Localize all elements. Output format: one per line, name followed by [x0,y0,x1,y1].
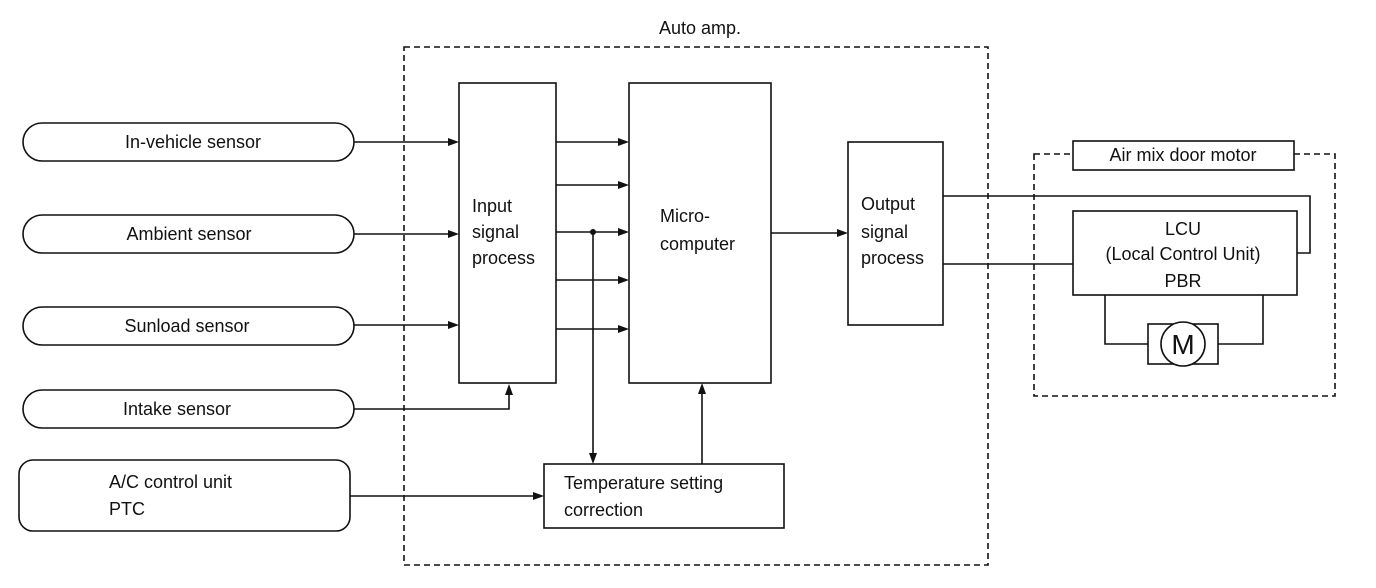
input-signal-process-box [458,82,557,384]
air-mix-door-motor-label: Air mix door motor [1109,145,1256,165]
micro-block-line1: Micro- [660,206,710,226]
output-block-line3: process [861,248,924,268]
input-block-line2: signal [472,222,519,242]
input-to-micro-arrow-5 [618,325,629,333]
sunload-arrow [448,321,459,329]
input-block-line1: Input [472,196,512,216]
ac-to-temp-arrow [533,492,544,500]
lcu-box [1072,210,1298,296]
microcomputer-box [628,82,772,384]
sunload-sensor-box [22,306,355,346]
output-signal-process-box [847,141,944,326]
intake-to-input-line [354,395,510,410]
temp-block-line1: Temperature setting [564,473,723,493]
motor-wire-left [1104,295,1148,345]
air-mix-door-motor-label-box [1072,140,1295,171]
input-block-line3: process [472,248,535,268]
motor-symbol: M [1171,329,1194,360]
output-to-lcu-feedback-line [943,195,1311,254]
intake-sensor-label: Intake sensor [123,399,231,419]
lcu-line3: PBR [1164,271,1201,291]
output-block-line1: Output [861,194,915,214]
micro-to-output-arrow [837,229,848,237]
intake-arrow [505,384,513,395]
ac-control-unit-line1: A/C control unit [109,472,232,492]
temperature-setting-correction-box [543,463,785,529]
ambient-sensor-label: Ambient sensor [126,224,251,244]
in-vehicle-sensor-label: In-vehicle sensor [125,132,261,152]
in-vehicle-arrow [448,138,459,146]
motor-icon [1160,321,1206,367]
input-to-micro-arrow-1 [618,138,629,146]
ambient-arrow [448,230,459,238]
auto-amp-region [403,46,989,566]
temp-block-line2: correction [564,500,643,520]
input-to-micro-arrow-3 [618,228,629,236]
ac-control-unit-line2: PTC [109,499,145,519]
temp-to-micro-arrow [698,383,706,394]
micro-block-line2: computer [660,234,735,254]
output-block-line2: signal [861,222,908,242]
motor-wire-right [1218,295,1264,345]
lcu-line1: LCU [1165,219,1201,239]
branch-to-temp-arrow [589,453,597,464]
lcu-line2: (Local Control Unit) [1105,244,1260,264]
input-to-micro-arrow-4 [618,276,629,284]
sunload-sensor-label: Sunload sensor [124,316,249,336]
ac-control-unit-box [18,459,351,532]
auto-amp-label: Auto amp. [659,18,741,38]
input-to-micro-arrow-2 [618,181,629,189]
